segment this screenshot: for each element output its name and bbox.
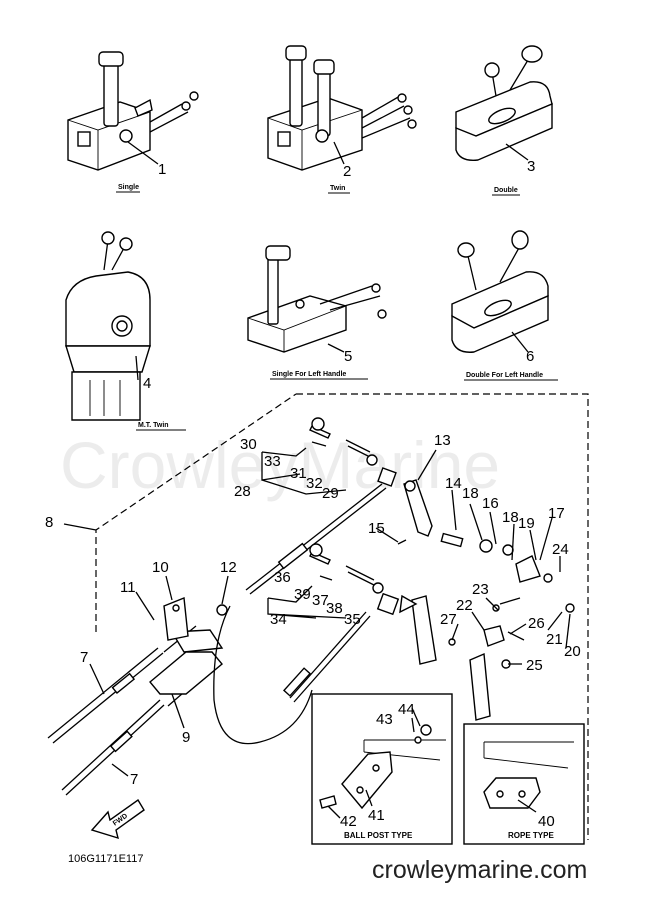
double-control-box-illustration — [455, 45, 553, 161]
part-3-label: 3 — [527, 158, 535, 175]
part-29-label: 29 — [322, 485, 339, 502]
caption-double: Double — [494, 187, 518, 194]
caption-rope-type: ROPE TYPE — [508, 831, 554, 840]
part-22-label: 22 — [456, 597, 473, 614]
part-19-label: 19 — [518, 515, 535, 532]
part-40-label: 40 — [538, 813, 555, 830]
push-pull-cable-illustration — [213, 483, 387, 745]
part-6-label: 6 — [526, 348, 534, 365]
mt-twin-control-box-illustration — [65, 231, 151, 421]
part-42-label: 42 — [340, 813, 357, 830]
ball-post-type-illustration — [319, 724, 446, 810]
part-43-label: 43 — [376, 711, 393, 728]
part-12-label: 12 — [220, 559, 237, 576]
part-2-label: 2 — [343, 163, 351, 180]
spring-and-bolt-parts-illustration — [309, 417, 400, 616]
part-7-lower-label: 7 — [130, 771, 138, 788]
part-17-label: 17 — [548, 505, 565, 522]
double-left-handle-control-box-illustration — [451, 230, 549, 353]
part-30-label: 30 — [240, 436, 257, 453]
part-10-label: 10 — [152, 559, 169, 576]
part-number-labels: 1 2 3 4 5 6 7 7 8 9 10 11 12 13 14 15 16… — [45, 158, 581, 830]
part-23-label: 23 — [472, 581, 489, 598]
part-18-label: 18 — [462, 485, 479, 502]
part-4-label: 4 — [143, 375, 151, 392]
part-15-label: 15 — [368, 520, 385, 537]
caption-single: Single — [118, 184, 139, 191]
single-control-box-illustration — [67, 51, 199, 171]
remote-control-cables-illustration — [47, 625, 199, 796]
part-35-label: 35 — [344, 611, 361, 628]
part-44-label: 44 — [398, 701, 415, 718]
part-1-label: 1 — [158, 161, 166, 178]
caption-ball-post-type: BALL POST TYPE — [344, 831, 413, 840]
part-18b-label: 18 — [502, 509, 519, 526]
part-8-label: 8 — [45, 514, 53, 531]
part-25-label: 25 — [526, 657, 543, 674]
part-21-label: 21 — [546, 631, 563, 648]
diagram-code: 106G1171E117 — [68, 853, 143, 865]
part-27-label: 27 — [440, 611, 457, 628]
caption-twin: Twin — [330, 185, 345, 192]
part-7-upper-label: 7 — [80, 649, 88, 666]
variant-captions: Single Twin Double M.T. Twin Single For … — [116, 184, 558, 840]
single-left-handle-control-box-illustration — [247, 245, 387, 353]
part-33-label: 33 — [264, 453, 281, 470]
part-13-label: 13 — [434, 432, 451, 449]
forward-direction-arrow-icon: FWD — [90, 798, 145, 840]
caption-double-left-handle: Double For Left Handle — [466, 372, 543, 379]
part-24-label: 24 — [552, 541, 569, 558]
leader-lines — [63, 141, 571, 819]
part-31-label: 31 — [290, 465, 307, 482]
twin-control-box-illustration — [267, 45, 417, 171]
part-5-label: 5 — [344, 348, 352, 365]
part-37-label: 37 — [312, 592, 329, 609]
caption-mt-twin: M.T. Twin — [138, 422, 169, 429]
rope-type-illustration — [483, 741, 574, 809]
part-41-label: 41 — [368, 807, 385, 824]
part-39-label: 39 — [294, 586, 311, 603]
part-36-label: 36 — [274, 569, 291, 586]
part-16-label: 16 — [482, 495, 499, 512]
site-url[interactable]: crowleymarine.com — [372, 856, 587, 884]
part-32-label: 32 — [306, 475, 323, 492]
caption-single-left-handle: Single For Left Handle — [272, 371, 346, 378]
shift-linkage-parts-illustration — [397, 479, 575, 721]
part-11-label: 11 — [120, 579, 136, 596]
part-38-label: 38 — [326, 600, 343, 617]
part-26-label: 26 — [528, 615, 545, 632]
part-34-label: 34 — [270, 611, 287, 628]
cable-bracket-illustration — [149, 597, 224, 695]
part-28-label: 28 — [234, 483, 251, 500]
part-20-label: 20 — [564, 643, 581, 660]
part-14-label: 14 — [445, 475, 462, 492]
part-9-label: 9 — [182, 729, 190, 746]
